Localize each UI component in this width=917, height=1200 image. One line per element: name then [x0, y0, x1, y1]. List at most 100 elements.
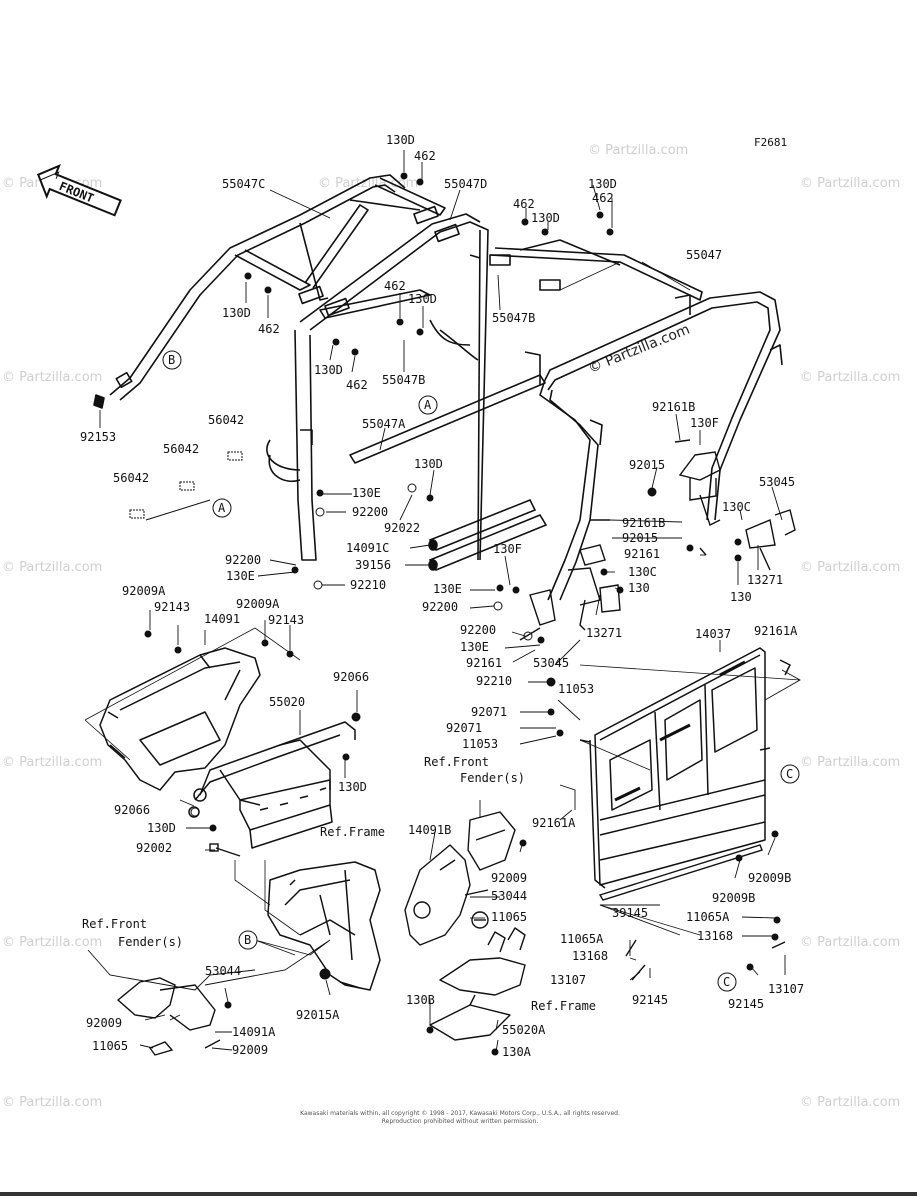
part-label: 92009 — [491, 871, 527, 885]
part-label: 92143 — [154, 600, 190, 614]
part-label: 11065A — [686, 910, 730, 924]
watermark: © Partzilla.com — [2, 755, 103, 770]
part-label: 130B — [406, 993, 435, 1007]
watermark: © Partzilla.com — [800, 370, 901, 385]
part-label: 92002 — [136, 841, 172, 855]
part-label: 92161A — [754, 624, 798, 638]
part-label: 462 — [513, 197, 535, 211]
part-label: 92200 — [460, 623, 496, 637]
part-label: 92022 — [384, 521, 420, 535]
latch-hardware — [529, 439, 796, 631]
ref-frame-label: Ref.Frame — [320, 825, 385, 839]
ref-labels: Ref.Front Fender(s) Ref.Frame Ref.Front … — [82, 755, 596, 1013]
front-bumper-55020 — [188, 721, 356, 849]
part-label: 92009A — [236, 597, 280, 611]
callout-a-circle — [212, 498, 232, 518]
part-label: 55020A — [502, 1023, 546, 1037]
part-label: 130D — [414, 457, 443, 471]
part-labels: 55047C 130D 462 55047D 130D 462 462 130D… — [80, 133, 804, 1059]
tube-14091C — [428, 498, 548, 572]
watermark: © Partzilla.com — [800, 1095, 901, 1110]
callout-a-circle — [418, 395, 438, 415]
part-label: 13168 — [697, 929, 733, 943]
ref-frame-label: Ref.Frame — [531, 999, 596, 1013]
decals-56042 — [129, 451, 243, 521]
part-label: 92161A — [532, 816, 576, 830]
part-label: 130 — [730, 590, 752, 604]
part-label: 92015 — [622, 531, 658, 545]
part-label: 130C — [628, 565, 657, 579]
front-guard-14091 — [99, 647, 261, 791]
watermark: © Partzilla.com — [2, 935, 103, 950]
front-frame-ref — [267, 861, 381, 991]
part-label: 13168 — [572, 949, 608, 963]
part-label: 53045 — [533, 656, 569, 670]
part-label: 92200 — [225, 553, 261, 567]
part-label: 55020 — [269, 695, 305, 709]
watermark: © Partzilla.com — [2, 370, 103, 385]
callout-b: B — [168, 353, 175, 367]
part-label: 11065A — [560, 932, 604, 946]
part-label: 56042 — [163, 442, 199, 456]
part-label: 92210 — [350, 578, 386, 592]
part-label: 92066 — [114, 803, 150, 817]
part-label: 55047 — [686, 248, 722, 262]
part-label: 13271 — [586, 626, 622, 640]
callout-c-circle — [717, 972, 737, 992]
callout-a: A — [424, 398, 432, 412]
part-label: 130D — [222, 306, 251, 320]
figure-id: F2681 — [754, 136, 788, 149]
part-label: 130E — [433, 582, 462, 596]
part-label: 130E — [352, 486, 381, 500]
rear-panel-14037 — [579, 647, 791, 889]
part-label: 130D — [147, 821, 176, 835]
part-label: 130 — [628, 581, 650, 595]
front-arrow-icon: FRONT — [36, 163, 122, 217]
part-label: 462 — [258, 322, 280, 336]
part-label: 55047C — [222, 177, 265, 191]
part-label: 130E — [226, 569, 255, 583]
ref-front-fender-label: Fender(s) — [118, 935, 183, 949]
part-label: 11065 — [92, 1039, 128, 1053]
part-label: 130D — [531, 211, 560, 225]
part-label: 13271 — [747, 573, 783, 587]
watermark: © Partzilla.com — [318, 176, 419, 191]
part-label: 130C — [722, 500, 751, 514]
part-label: 55047A — [362, 417, 406, 431]
callout-c-circle — [780, 764, 800, 784]
part-label: 14091B — [408, 823, 451, 837]
part-label: 92161 — [466, 656, 502, 670]
rops-frame — [93, 174, 783, 601]
copyright-line: Kawasaki materials within, all copyright… — [300, 1110, 620, 1117]
part-label: 92145 — [632, 993, 668, 1007]
callout-c: C — [723, 975, 730, 989]
part-label: 92066 — [333, 670, 369, 684]
part-label: 11065 — [491, 910, 527, 924]
part-label: 130D — [386, 133, 415, 147]
watermark: © Partzilla.com — [800, 755, 901, 770]
watermark: © Partzilla.com — [800, 935, 901, 950]
part-label: 14091 — [204, 612, 240, 626]
part-label: 92009B — [748, 871, 791, 885]
part-label: 92071 — [446, 721, 482, 735]
watermark: © Partzilla.com — [2, 1095, 103, 1110]
part-label: 92071 — [471, 705, 507, 719]
part-label: 14091C — [346, 541, 389, 555]
copyright-line: Reproduction prohibited without written … — [381, 1118, 539, 1125]
part-label: 92143 — [268, 613, 304, 627]
part-label: 56042 — [113, 471, 149, 485]
part-label: 39156 — [355, 558, 391, 572]
part-label: 130E — [460, 640, 489, 654]
part-label: 130D — [408, 292, 437, 306]
watermark: © Partzilla.com — [800, 560, 901, 575]
part-label: 11053 — [558, 682, 594, 696]
part-label: 130D — [588, 177, 617, 191]
fasteners — [144, 172, 781, 1056]
callout-circles — [162, 350, 800, 992]
part-label: 92161 — [624, 547, 660, 561]
part-label: 13107 — [550, 973, 586, 987]
latch-bracket-55020A — [429, 927, 526, 1041]
part-label: 53044 — [491, 889, 527, 903]
